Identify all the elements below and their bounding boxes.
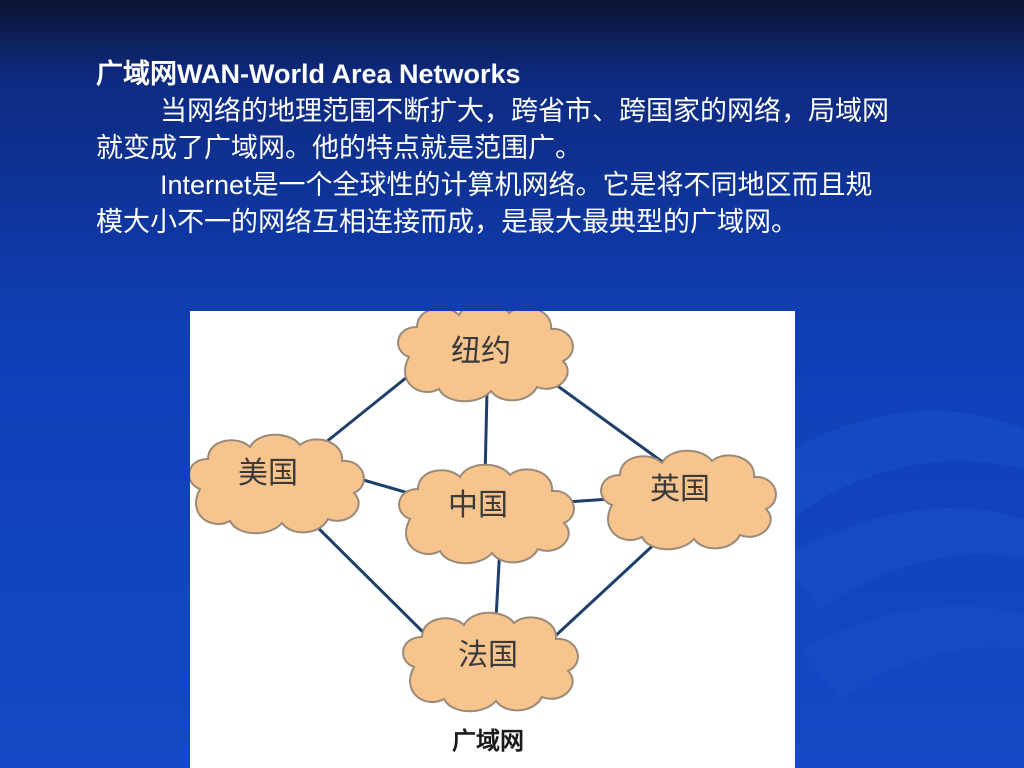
heading-en: WAN-World Area Networks bbox=[177, 59, 521, 89]
node-newyork-label: 纽约 bbox=[451, 334, 511, 369]
wan-diagram: 纽约 美国 中国 英国 法国 广域网 bbox=[190, 311, 795, 768]
wan-diagram-svg: 纽约 美国 中国 英国 法国 广域网 bbox=[190, 311, 777, 755]
node-france: 法国 bbox=[402, 611, 579, 713]
node-china: 中国 bbox=[398, 463, 575, 565]
slide-text: 广域网WAN-World Area Networks 当网络的地理范围不断扩大，… bbox=[96, 56, 896, 241]
node-usa-label: 美国 bbox=[238, 456, 298, 491]
node-newyork: 纽约 bbox=[397, 311, 574, 403]
paragraph-1: 当网络的地理范围不断扩大，跨省市、跨国家的网络，局域网就变成了广域网。他的特点就… bbox=[96, 96, 889, 164]
node-uk: 英国 bbox=[600, 449, 777, 551]
node-china-label: 中国 bbox=[448, 488, 508, 523]
slide-heading: 广域网WAN-World Area Networks bbox=[96, 56, 896, 93]
link-newyork-uk bbox=[536, 369, 676, 473]
node-uk-label: 英国 bbox=[650, 472, 710, 507]
node-france-label: 法国 bbox=[458, 638, 518, 673]
paragraph-2-body: 是一个全球性的计算机网络。它是将不同地区而且规模大小不一的网络互相连接而成，是最… bbox=[96, 170, 873, 238]
internet-term: Internet bbox=[160, 170, 252, 200]
heading-cn: 广域网 bbox=[96, 59, 177, 89]
node-usa: 美国 bbox=[190, 433, 365, 535]
paragraph-2: Internet是一个全球性的计算机网络。它是将不同地区而且规模大小不一的网络互… bbox=[96, 167, 896, 241]
diagram-caption: 广域网 bbox=[452, 726, 524, 755]
